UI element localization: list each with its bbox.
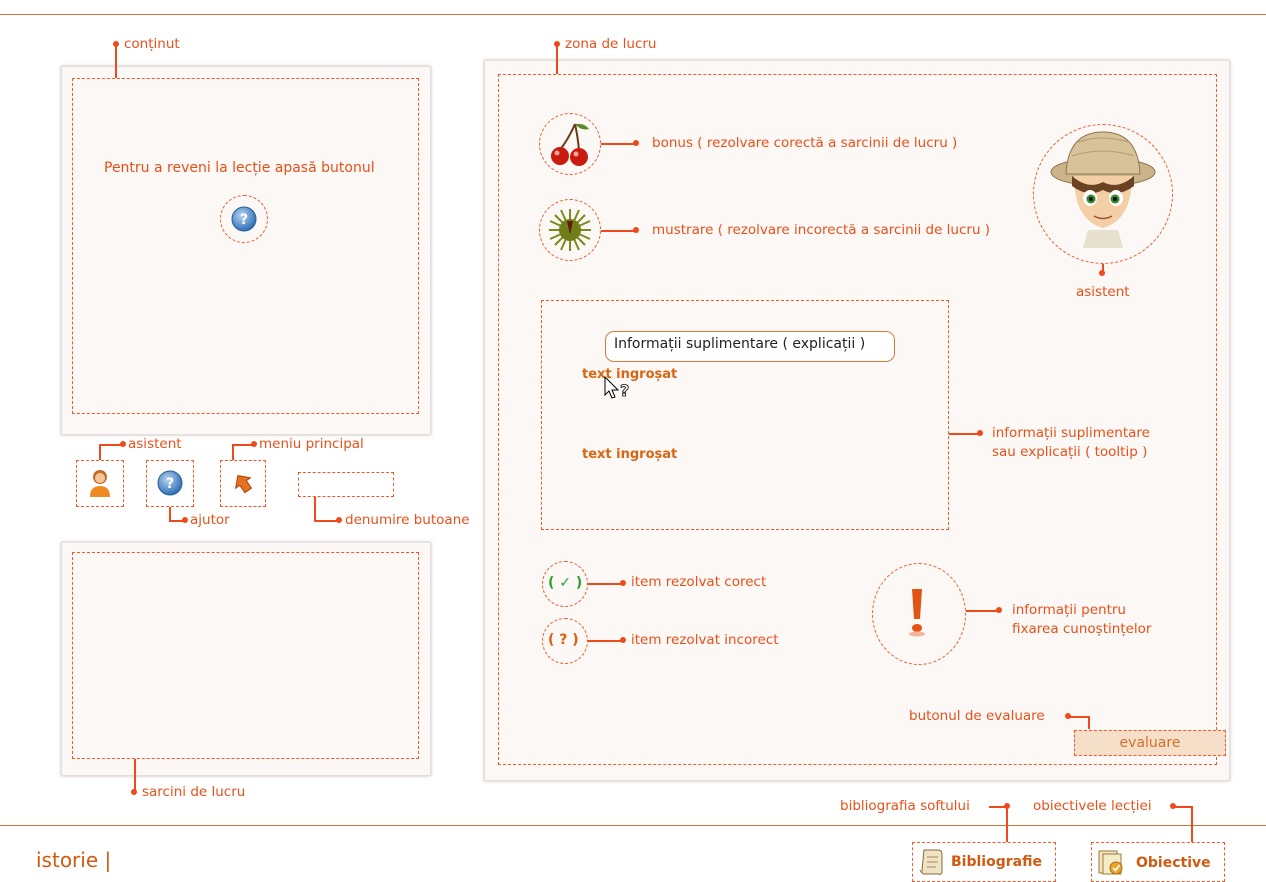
callout-dot	[620, 637, 626, 643]
callout-line	[1102, 264, 1104, 272]
help-button-outline	[146, 460, 194, 507]
content-panel	[61, 66, 431, 435]
svg-text:?: ?	[240, 212, 248, 228]
callout-line	[989, 806, 1005, 808]
callout-line	[134, 759, 136, 791]
tooltip-box: Informații suplimentare ( explicații )	[605, 331, 895, 362]
callout-dot	[182, 517, 188, 523]
callout-line	[314, 497, 316, 520]
callout-line	[1191, 806, 1193, 842]
callout-line	[232, 444, 252, 446]
callout-line	[99, 444, 121, 446]
exclamation-icon	[903, 587, 931, 639]
sarcini-label: sarcini de lucru	[142, 784, 246, 800]
callout-line	[556, 44, 558, 74]
main-menu-button-outline	[220, 460, 266, 507]
top-divider	[0, 14, 1266, 15]
bold-text-example[interactable]: text ingroșat	[582, 447, 678, 462]
content-zone-outline	[72, 78, 419, 414]
callout-line	[232, 444, 234, 460]
callout-line	[169, 507, 171, 521]
callout-dot	[336, 517, 342, 523]
callout-dot	[251, 441, 257, 447]
callout-line	[314, 520, 337, 522]
button-name-outline	[298, 472, 394, 497]
fixare-label-line1: informații pentru	[1012, 602, 1126, 618]
zona-de-lucru-label: zona de lucru	[565, 36, 657, 52]
callout-dot	[996, 607, 1002, 613]
callout-dot	[633, 140, 639, 146]
incorrect-item-outline	[542, 618, 588, 664]
obiectivele-label: obiectivele lecției	[1033, 798, 1152, 814]
bonus-label: bonus ( rezolvare corectă a sarcinii de …	[652, 135, 958, 151]
help-cursor-icon: ?	[603, 375, 637, 402]
bonus-icon-outline	[539, 113, 601, 175]
callout-dot	[1099, 270, 1105, 276]
work-area-outline	[498, 74, 1217, 765]
item-incorect-label: item rezolvat incorect	[631, 632, 779, 648]
assistant-icon[interactable]	[87, 468, 113, 498]
callout-dot	[131, 789, 137, 795]
help-icon[interactable]: ?	[156, 469, 184, 497]
correct-symbol: ( ✓ )	[548, 575, 583, 591]
cherries-icon	[545, 120, 595, 170]
callout-line	[1088, 716, 1090, 729]
reprimand-icon-outline	[539, 199, 601, 261]
bibliography-button[interactable]: Bibliografie	[951, 854, 1042, 870]
callout-dot	[633, 227, 639, 233]
chestnut-burr-icon	[545, 205, 595, 255]
callout-dot	[1170, 803, 1176, 809]
objectives-button[interactable]: Obiective	[1136, 855, 1211, 871]
informatii-label-line1: informații suplimentare	[992, 425, 1150, 441]
footer-divider	[0, 825, 1266, 826]
callout-dot	[620, 580, 626, 586]
subject-title: istorie |	[36, 848, 112, 872]
evaluation-button-outline	[1074, 730, 1226, 756]
callout-line	[601, 230, 635, 232]
assistant-avatar-outline	[1033, 124, 1173, 264]
callout-line	[115, 44, 117, 78]
return-instruction-text: Pentru a reveni la lecție apasă butonul	[104, 160, 375, 176]
scroll-icon	[918, 848, 944, 876]
informatii-label-line2: sau explicații ( tooltip )	[992, 444, 1148, 460]
callout-line	[588, 583, 622, 585]
callout-line	[949, 433, 979, 435]
objectives-icon	[1096, 848, 1126, 876]
callout-line	[966, 610, 998, 612]
callout-line	[601, 143, 635, 145]
callout-line	[1174, 806, 1192, 808]
main-menu-icon[interactable]	[230, 470, 256, 496]
mustrare-label: mustrare ( rezolvare incorectă a sarcini…	[652, 222, 991, 238]
fixare-label-line2: fixarea cunoștințelor	[1012, 621, 1152, 637]
item-corect-label: item rezolvat corect	[631, 574, 767, 590]
callout-dot	[120, 441, 126, 447]
meniu-principal-label: meniu principal	[259, 436, 364, 452]
callout-line	[169, 520, 183, 522]
tooltip-zone-outline	[541, 300, 949, 530]
tasks-zone-outline	[72, 552, 419, 759]
help-icon[interactable]: ?	[230, 205, 258, 233]
ajutor-label: ajutor	[190, 512, 230, 528]
svg-text:?: ?	[166, 476, 174, 492]
continut-label: conținut	[124, 36, 180, 52]
assistant-avatar-icon	[1048, 128, 1158, 248]
asistent-label: asistent	[1076, 284, 1130, 300]
callout-line	[99, 444, 101, 460]
incorrect-symbol: ( ? )	[548, 632, 579, 648]
callout-dot	[977, 430, 983, 436]
assistant-button-outline	[76, 460, 124, 507]
callout-line	[588, 640, 622, 642]
bibliografia-label: bibliografia softului	[840, 798, 970, 814]
asistent-small-label: asistent	[128, 436, 182, 452]
tasks-panel	[61, 542, 431, 776]
correct-item-outline	[542, 561, 588, 607]
callout-line	[1067, 716, 1089, 718]
butonul-evaluare-label: butonul de evaluare	[909, 708, 1045, 724]
callout-line	[1006, 806, 1008, 842]
fixation-outline	[872, 563, 966, 665]
denumire-butoane-label: denumire butoane	[345, 512, 470, 528]
help-button-highlight	[220, 195, 268, 243]
evaluation-button[interactable]: evaluare	[1074, 730, 1226, 756]
svg-text:?: ?	[620, 381, 629, 400]
